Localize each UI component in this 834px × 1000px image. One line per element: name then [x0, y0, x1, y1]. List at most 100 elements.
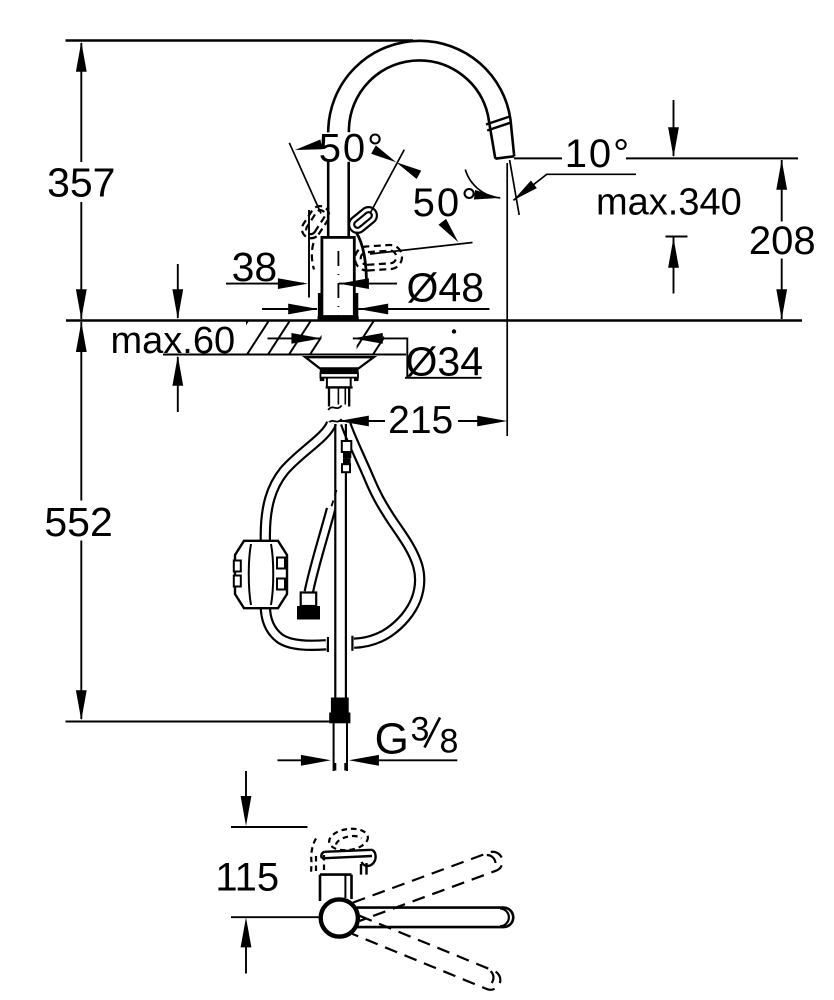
- drawing-path-60: [359, 863, 368, 875]
- drawing-path-51: [352, 850, 504, 922]
- hose-end-fitting: [329, 697, 351, 771]
- swivel-handle-dashed: [309, 827, 369, 875]
- drawing-path-58: [360, 848, 377, 868]
- drawing-path-16: [327, 388, 351, 407]
- arrowheads: [75, 41, 788, 948]
- drawing-path-7: [355, 213, 371, 227]
- arrowhead-16: [358, 303, 389, 315]
- drawing-path-15: [325, 377, 352, 387]
- handle-dashed-front: [353, 243, 404, 272]
- drawing-rect-14: [340, 440, 353, 453]
- drawing-path-10: [305, 209, 326, 236]
- drawing-path-24: [305, 508, 334, 593]
- drawing-line-22: [423, 716, 442, 749]
- arrowhead-6: [776, 289, 788, 320]
- dimension-labels: 357 552 208 max.340 10° 50° 50° 38 Ø48 m…: [44, 127, 815, 900]
- arrowhead-7: [668, 127, 679, 158]
- label-50deg-back: 50°: [319, 127, 386, 171]
- drawing-rect-15: [343, 452, 352, 459]
- label-max340: max.340: [596, 182, 742, 224]
- arrowhead-21: [300, 754, 331, 766]
- arrowhead-27: [513, 180, 537, 201]
- drawing-path-55: [318, 873, 353, 901]
- arrowhead-8: [668, 237, 679, 268]
- drawing-rect-5: [353, 293, 359, 317]
- arrowhead-12: [240, 917, 252, 948]
- arrowhead-14: [338, 278, 369, 289]
- label-thread-den: 8: [440, 723, 459, 761]
- drawing-path-8: [354, 231, 368, 280]
- arrowhead-2: [75, 289, 87, 320]
- label-552: 552: [44, 499, 112, 545]
- drawing-rect-11: [325, 386, 353, 389]
- label-10deg: 10°: [565, 132, 632, 176]
- supply-hose-right: [340, 421, 426, 651]
- supply-hose-left: [259, 420, 337, 652]
- arrowhead-1: [75, 41, 87, 72]
- drawing-path-52: [486, 853, 497, 872]
- arrowhead-3: [75, 322, 87, 352]
- drawing-path-49: [357, 906, 515, 929]
- arrowhead-10: [172, 355, 184, 386]
- drawing-path-46: [369, 241, 473, 255]
- drawing-path-17: [337, 388, 347, 405]
- drawing-line-17: [486, 121, 512, 132]
- drawing-line-8: [246, 321, 270, 354]
- drawing-rect-7: [319, 368, 359, 374]
- drawing-path-9: [300, 205, 331, 240]
- faucet-side-view: [300, 39, 516, 321]
- drawing-path-11: [310, 242, 316, 270]
- arrowhead-19: [338, 415, 369, 427]
- drawing-rect-20: [276, 556, 286, 570]
- drawing-path-57: [321, 848, 373, 860]
- drawing-rect-9: [319, 377, 325, 382]
- arrowhead-17: [291, 333, 322, 344]
- drawing-path-28: [247, 543, 275, 606]
- arrowhead-23: [295, 139, 323, 150]
- drawing-path-53: [351, 914, 502, 991]
- drawing-circle-2: [318, 897, 361, 939]
- drawing-rect-23: [329, 712, 351, 724]
- reference-lines: [65, 39, 802, 723]
- drawing-path-12: [353, 243, 404, 272]
- spray-hose: [297, 489, 338, 620]
- swivel-tube-dashed-up: [352, 850, 504, 922]
- drawing-path-27: [233, 539, 289, 610]
- label-215: 215: [388, 399, 453, 442]
- drawing-path-13: [359, 249, 398, 266]
- drawing-line-21: [508, 159, 521, 216]
- drawing-rect-13: [297, 606, 320, 620]
- arrowhead-4: [75, 690, 87, 721]
- drawing-rect-10: [354, 377, 359, 382]
- drawing-path-14: [301, 356, 378, 370]
- drawing-rect-21: [276, 577, 286, 591]
- label-d48: Ø48: [407, 265, 485, 311]
- handle-dashed-back: [300, 205, 331, 270]
- arrowhead-5: [776, 159, 788, 190]
- label-thread-num: 3: [411, 711, 430, 749]
- pullout-hose: [334, 424, 353, 698]
- under-counter-assembly: [232, 356, 426, 771]
- drawing-path-20: [261, 421, 335, 649]
- arrowhead-24: [371, 145, 397, 163]
- drawing-rect-22: [330, 697, 349, 713]
- drawing-ellipse-1: [328, 827, 369, 852]
- drawing-rect-18: [232, 559, 242, 573]
- drawing-rect-12: [299, 591, 318, 608]
- arrowhead-15: [288, 303, 319, 315]
- drawing-line-16: [485, 115, 511, 126]
- drawing-path-45: [369, 149, 406, 213]
- label-208: 208: [749, 219, 816, 263]
- arrowhead-20: [477, 415, 508, 427]
- label-thread-g: G: [375, 715, 409, 764]
- swivel-handle-solid: [320, 848, 377, 875]
- arrowhead-28: [473, 189, 501, 200]
- arrowhead-25: [396, 162, 422, 180]
- label-357: 357: [47, 160, 115, 206]
- arrowhead-13: [277, 278, 308, 289]
- drawing-circle-1: [451, 329, 457, 334]
- swivel-tube-dashed-down: [351, 914, 502, 991]
- drawing-line-11: [309, 334, 322, 354]
